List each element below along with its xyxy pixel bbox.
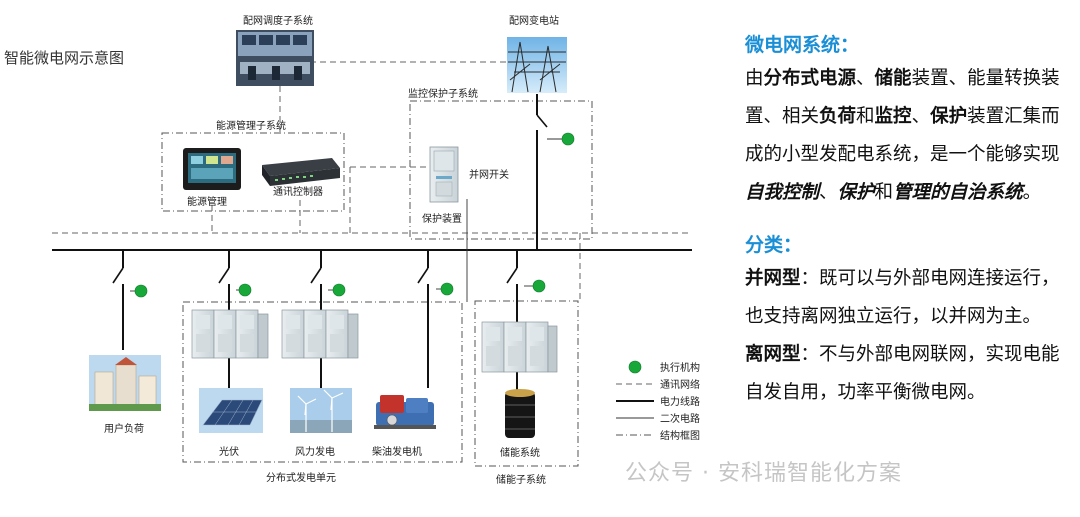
comm-controller-label: 通讯控制器 xyxy=(273,185,323,198)
legend-label: 通讯网络 xyxy=(660,378,700,391)
distributed-unit-label: 分布式发电单元 xyxy=(266,471,336,484)
substation-image xyxy=(507,37,567,93)
grid-type-paragraph: 并网型：既可以与外部电网连接运行，也支持离网独立运行，以并网为主。 xyxy=(745,260,1065,336)
legend: 执行机构 通讯网络 电力线路 二次电路 结构框图 xyxy=(616,360,700,442)
description-emphasis: 保护 xyxy=(837,182,875,203)
actuator-dot xyxy=(238,283,252,297)
switchgear-cabinets-1 xyxy=(191,309,269,359)
user-load-label: 用户负荷 xyxy=(104,422,144,435)
distributed-unit-frame xyxy=(182,301,463,463)
description-text: 由 xyxy=(745,68,764,89)
island-type-title: 离网型 xyxy=(745,344,801,365)
description-panel: 微电网系统： 由分布式电源、储能装置、能量转换装置、相关负荷和监控、保护装置汇集… xyxy=(745,30,1065,412)
dispatch-label: 配网调度子系统 xyxy=(243,14,313,27)
description-emphasis: 分布式电源 xyxy=(763,68,857,89)
microgrid-heading: 微电网系统： xyxy=(745,34,860,56)
microgrid-description: 由分布式电源、储能装置、能量转换装置、相关负荷和监控、保护装置汇集而成的小型发配… xyxy=(745,60,1065,212)
description-text: 装置汇集而成的小型发配电系统，是一个能够实现 xyxy=(745,106,1060,165)
switchgear-cabinets-2 xyxy=(281,309,359,359)
description-emphasis: 管理的自治系统 xyxy=(893,182,1023,203)
legend-label: 二次电路 xyxy=(660,412,700,425)
description-text: 和 xyxy=(856,106,875,127)
storage-subsystem-label: 储能子系统 xyxy=(496,473,546,486)
actuator-dot xyxy=(561,132,575,146)
grid-switch-label: 并网开关 xyxy=(469,168,509,181)
legend-label: 电力线路 xyxy=(660,395,700,408)
protection-device-label: 保护装置 xyxy=(422,212,462,225)
pv-image xyxy=(199,388,263,433)
description-text: 和 xyxy=(874,182,894,203)
microgrid-diagram: 智能微电网示意图 xyxy=(4,14,700,486)
comm-controller-image xyxy=(262,158,340,186)
description-emphasis: 保护 xyxy=(930,106,968,127)
comm-network xyxy=(52,61,692,302)
switch-blades xyxy=(112,114,548,284)
dispatch-room-image xyxy=(236,30,314,86)
grid-type-desc: ：既可以与外部电网连接运行，也支持离网独立运行，以并网为主。 xyxy=(745,268,1060,327)
energy-mgmt-terminal-image xyxy=(183,148,241,190)
description-text: 、 xyxy=(911,106,931,127)
power-lines xyxy=(52,94,692,390)
island-type-paragraph: 离网型：不与外部电网联网，实现电能自发自用，功率平衡微电网。 xyxy=(745,336,1065,412)
energy-mgmt-label: 能源管理 xyxy=(187,195,227,208)
description-text: 、 xyxy=(856,68,875,89)
user-load-image xyxy=(89,355,161,411)
diesel-generator-image xyxy=(374,395,436,429)
actuator-dot xyxy=(532,279,546,293)
wind-label: 风力发电 xyxy=(295,445,335,458)
description-emphasis: 负荷 xyxy=(819,106,857,127)
structure-frames xyxy=(161,100,593,467)
actuators xyxy=(134,132,575,298)
storage-frame xyxy=(474,300,579,467)
actuator-dot xyxy=(332,283,346,297)
protection-subsystem-label: 监控保护子系统 xyxy=(408,87,478,100)
classification-heading: 分类： xyxy=(745,234,803,256)
description-emphasis: 监控 xyxy=(874,106,912,127)
actuator-dot xyxy=(440,282,454,296)
energy-mgmt-subsystem-label: 能源管理子系统 xyxy=(216,119,286,132)
description-emphasis: 储能 xyxy=(874,68,912,89)
storage-cabinets-image xyxy=(481,321,558,373)
description-text: 装置、能量转换装置、相关 xyxy=(745,68,1060,127)
legend-label: 执行机构 xyxy=(660,361,700,374)
diagram-title: 智能微电网示意图 xyxy=(4,49,124,67)
legend-actuator-icon xyxy=(628,360,642,374)
diesel-label: 柴油发电机 xyxy=(372,445,422,458)
grid-type-title: 并网型 xyxy=(745,268,801,289)
island-type-desc: ：不与外部电网联网，实现电能自发自用，功率平衡微电网。 xyxy=(745,344,1060,403)
storage-system-label: 储能系统 xyxy=(500,446,540,459)
description-emphasis: 自我控制 xyxy=(745,182,820,203)
wind-image xyxy=(290,388,352,433)
actuator-dot xyxy=(134,284,148,298)
substation-label: 配网变电站 xyxy=(509,14,559,27)
energy-mgmt-frame xyxy=(161,132,345,212)
legend-label: 结构框图 xyxy=(660,429,700,442)
pv-label: 光伏 xyxy=(219,445,239,458)
description-text: 、 xyxy=(819,182,838,203)
protection-frame xyxy=(409,100,593,240)
grid-switch-cabinet-image xyxy=(429,146,459,203)
battery-image xyxy=(505,389,535,438)
description-text: 。 xyxy=(1022,182,1042,203)
watermark: 公众号 · 安科瑞智能化方案 xyxy=(625,461,902,486)
